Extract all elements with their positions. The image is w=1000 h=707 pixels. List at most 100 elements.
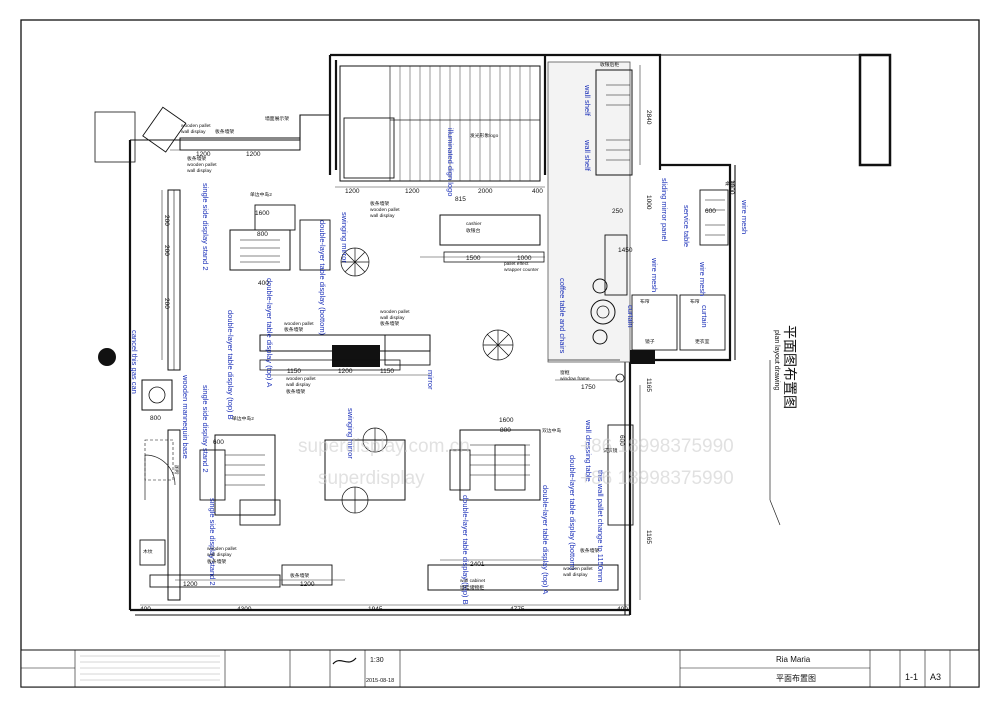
dim-4300: 4300 — [237, 606, 252, 613]
label-wall-display-2: wall display — [187, 168, 212, 174]
watermark: superdisplay.com.cn +86 18998375990 supe… — [298, 436, 734, 489]
label-wall-display: wall display — [181, 129, 206, 135]
label-wooden-pallet-7: wooden pallet — [563, 566, 593, 572]
title-scale: 1:30 — [370, 657, 384, 664]
label-mirror-dress-cn: 试衣镜 — [603, 447, 618, 454]
gas-can-marker — [98, 348, 116, 366]
label-fitting-cn: 更衣室 — [695, 338, 710, 345]
dim-815: 815 — [455, 196, 466, 203]
label-wooden-pallet-3: wooden pallet — [370, 207, 400, 213]
label-pallet-cn-6: 板条墙架 — [380, 320, 399, 327]
label-coffee-table: coffee table and chairs — [558, 278, 567, 354]
label-wooden-pallet-6: wooden pallet — [380, 309, 410, 315]
dim-1000a: 1000 — [517, 255, 532, 262]
dim-1150a: 1150 — [287, 368, 301, 375]
left-wall-displays — [98, 106, 301, 601]
label-wooden-pallet-5: wooden pallet — [284, 321, 314, 327]
watermark-site: superdisplay.com.cn — [298, 436, 470, 457]
cashier-zone — [439, 61, 729, 383]
label-wall-dressing: wall dressing table — [584, 419, 593, 482]
dim-1200g: 1200 — [300, 581, 315, 588]
label-pallet-cn-8: 板条墙架 — [207, 558, 226, 565]
dim-1000b: 1000 — [645, 195, 652, 210]
label-wire-mesh-c: wire mesh — [650, 257, 659, 292]
label-pallet-effect: pallet effect — [504, 261, 529, 267]
label-curtain-b: curtain — [700, 305, 709, 328]
label-wall-cabinet: wall cabinet — [460, 578, 486, 584]
dim-1200c: 1200 — [196, 151, 211, 158]
label-single-side-cn-2: 单边中岛2 — [232, 415, 254, 422]
dim-1945: 1945 — [368, 606, 383, 613]
dim-600a: 600 — [213, 439, 224, 446]
label-wooden-pallet-8: wooden pallet — [207, 546, 237, 552]
label-single-side-c: single side display stand 2 — [208, 498, 217, 586]
label-wire-mesh-b: wire mesh — [698, 261, 707, 296]
dim-1450: 1450 — [618, 247, 633, 254]
drawing-title-en: plan layout drawing — [773, 330, 780, 390]
label-mirror: mirror — [426, 370, 435, 390]
title-sheet-no: 1-1 — [905, 672, 918, 682]
watermark-phone: +86 18998375990 — [580, 436, 734, 457]
title-drawing-name: 平面布置图 — [776, 673, 816, 683]
label-wire-mesh-a: wire mesh — [740, 199, 749, 234]
label-double-top-b: double-layer table display (top) B — [226, 310, 235, 420]
label-mannequin-base: wooden mannequin base — [181, 374, 190, 459]
label-wooden-pallet-2: wooden pallet — [187, 162, 217, 168]
dim-1165b: 1165 — [645, 530, 652, 544]
dim-800b: 800 — [150, 415, 161, 422]
label-wall-display-cn: 墙面展示架 — [265, 115, 289, 122]
label-double-bottom: double-layer table display (bottom) — [318, 220, 327, 336]
label-sliding-mirror: sliding mirror panel — [660, 178, 669, 242]
blue-annotations: single side display stand 2 single side … — [130, 84, 749, 605]
label-wood-cn: 木纹 — [143, 548, 153, 555]
label-curtain-a: curtain — [626, 305, 635, 328]
label-pallet-cn-4: 板条墙架 — [286, 388, 305, 395]
title-date: 2015-08-18 — [366, 678, 394, 684]
dim-1200d: 1200 — [246, 151, 261, 158]
exterior-walls — [94, 53, 892, 616]
watermark-phone-2: +86 18998375990 — [580, 468, 734, 489]
label-single-side-cn: 单边中岛2 — [250, 191, 272, 198]
label-cashier-cn: 收银台 — [466, 227, 481, 234]
label-single-side-b: single side display stand 2 — [201, 385, 210, 473]
dim-1150b: 1150 — [380, 368, 394, 375]
label-cancel-gas: cancel this gas can — [130, 330, 139, 394]
dim-250: 250 — [612, 208, 623, 215]
label-wall-display-4: wall display — [286, 382, 311, 388]
dim-1600a: 1600 — [255, 210, 270, 217]
dim-1500: 1500 — [466, 255, 481, 262]
label-pallet-cn-7: 板条墙架 — [580, 547, 599, 554]
dim-200a: 200 — [163, 215, 170, 226]
label-pallet-cn-3: 板条墙架 — [370, 200, 389, 207]
title-client: Ria Maria — [776, 655, 811, 664]
dim-1600b: 1600 — [499, 417, 514, 424]
dim-1000c: 1000 — [728, 180, 735, 195]
label-swinging-mirror-a: swinging mirror — [340, 212, 349, 263]
label-double-island-cn: 双边中岛 — [542, 427, 561, 434]
label-wooden-pallet-4: wooden pallet — [286, 376, 316, 382]
label-logo-cn: 发光形象logo — [470, 132, 499, 139]
label-curtain-cn-b: 布帘 — [690, 298, 700, 305]
label-wall-cabinet-cn: 墙挂储物柜 — [460, 584, 484, 591]
dim-2000: 2000 — [478, 188, 493, 195]
label-cashier: cashier — [466, 221, 482, 227]
dim-1200f: 1200 — [183, 581, 198, 588]
dim-1750: 1750 — [581, 384, 596, 391]
dim-600b: 600 — [705, 208, 716, 215]
dim-400a: 400 — [532, 188, 543, 195]
label-service-table: service table — [682, 205, 691, 247]
label-swinging-mirror-b: swinging mirror — [346, 408, 355, 459]
watermark-fb: superdisplay — [318, 468, 425, 489]
dimension-lines — [140, 65, 641, 606]
label-wall-display-7: wall display — [563, 572, 588, 578]
title-block: Ria Maria 平面布置图 1:30 2015-08-18 1-1 A3 — [20, 649, 980, 688]
label-window-cn: 窗框 — [560, 369, 570, 376]
dim-400b: 400 — [140, 606, 151, 613]
label-double-bottom2: double-layer table display (bottom) — [568, 455, 577, 571]
dim-2401: 2401 — [470, 561, 485, 568]
label-wrapper-counter: wrapper counter — [504, 267, 539, 273]
dim-200c: 200 — [163, 298, 170, 309]
dim-2840: 2840 — [645, 110, 652, 125]
dimension-text: 1200 1200 2000 400 1200 1200 1600 800 15… — [140, 110, 735, 613]
